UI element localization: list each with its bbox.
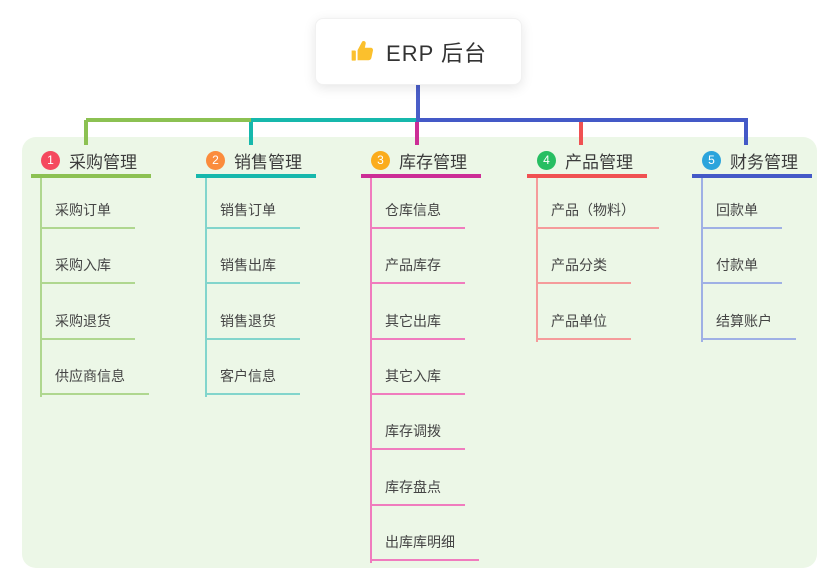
connector-rail-left-inner <box>251 118 420 122</box>
root-node[interactable]: ERP 后台 <box>315 18 522 85</box>
branch-vertical-line <box>701 178 703 342</box>
child-node[interactable]: 结算账户 <box>701 310 796 340</box>
child-node[interactable]: 产品分类 <box>536 254 631 285</box>
root-title: ERP 后台 <box>386 40 487 66</box>
child-node[interactable]: 其它入库 <box>370 365 465 395</box>
branch-underline <box>361 174 481 178</box>
child-node[interactable]: 产品库存 <box>370 254 465 285</box>
connector-drop-2 <box>249 120 253 145</box>
branch-purchase: 1 采购管理 采购订单采购入库采购退货供应商信息 <box>31 145 191 568</box>
branch-header-product[interactable]: 4 产品管理 <box>527 149 633 172</box>
branch-underline <box>692 174 812 178</box>
branch-inventory: 3 库存管理 仓库信息产品库存其它出库其它入库库存调拨库存盘点出库库明细 <box>361 145 521 568</box>
child-node[interactable]: 供应商信息 <box>40 365 149 395</box>
connector-drop-3 <box>415 120 419 145</box>
branch-product: 4 产品管理 产品（物料） 产品分类产品单位 <box>527 145 687 568</box>
branch-header-finance[interactable]: 5 财务管理 <box>692 149 798 172</box>
branch-vertical-line <box>536 178 538 342</box>
child-node[interactable]: 销售退货 <box>205 310 300 340</box>
branch-finance: 5 财务管理 回款单付款单结算账户 <box>692 145 839 568</box>
branch-number-badge: 5 <box>702 150 721 170</box>
connector-drop-5 <box>744 120 748 145</box>
child-node[interactable]: 仓库信息 <box>370 199 465 229</box>
branch-number-badge: 2 <box>206 150 225 170</box>
connector-rail-left-outer <box>86 118 255 122</box>
branch-vertical-line <box>40 178 42 397</box>
branch-underline <box>527 174 647 178</box>
branch-title: 产品管理 <box>565 152 633 172</box>
connector-rail-right <box>417 118 748 122</box>
branch-header-inventory[interactable]: 3 库存管理 <box>361 149 467 172</box>
branches-panel <box>22 137 817 568</box>
child-node[interactable]: 采购入库 <box>40 254 135 285</box>
branch-vertical-line <box>370 178 372 563</box>
child-node[interactable]: 产品单位 <box>536 310 631 340</box>
branch-underline <box>31 174 151 178</box>
branch-vertical-line <box>205 178 207 397</box>
child-node[interactable]: 客户信息 <box>205 365 300 395</box>
branch-number-badge: 3 <box>371 150 390 170</box>
child-node[interactable]: 出库库明细 <box>370 531 479 561</box>
child-node[interactable]: 库存调拨 <box>370 420 465 451</box>
branch-header-purchase[interactable]: 1 采购管理 <box>31 149 137 172</box>
child-node[interactable]: 付款单 <box>701 254 782 285</box>
child-node[interactable]: 采购退货 <box>40 310 135 340</box>
child-node[interactable]: 销售出库 <box>205 254 300 285</box>
child-node[interactable]: 其它出库 <box>370 310 465 340</box>
connector-drop-4 <box>579 120 583 145</box>
child-node[interactable]: 产品（物料） <box>536 199 659 229</box>
branch-title: 销售管理 <box>234 152 302 172</box>
branch-underline <box>196 174 316 178</box>
child-node[interactable]: 回款单 <box>701 199 782 229</box>
branch-title: 库存管理 <box>399 152 467 172</box>
connector-root-trunk <box>416 85 420 122</box>
branch-number-badge: 1 <box>41 150 60 170</box>
branch-header-sales[interactable]: 2 销售管理 <box>196 149 302 172</box>
child-node[interactable]: 销售订单 <box>205 199 300 229</box>
thumbs-up-icon <box>350 39 376 65</box>
branch-number-badge: 4 <box>537 150 556 170</box>
child-node[interactable]: 采购订单 <box>40 199 135 229</box>
branch-sales: 2 销售管理 销售订单销售出库销售退货客户信息 <box>196 145 356 568</box>
child-node[interactable]: 库存盘点 <box>370 476 465 506</box>
branch-title: 采购管理 <box>69 152 137 172</box>
branch-title: 财务管理 <box>730 152 798 172</box>
connector-drop-1 <box>84 120 88 145</box>
